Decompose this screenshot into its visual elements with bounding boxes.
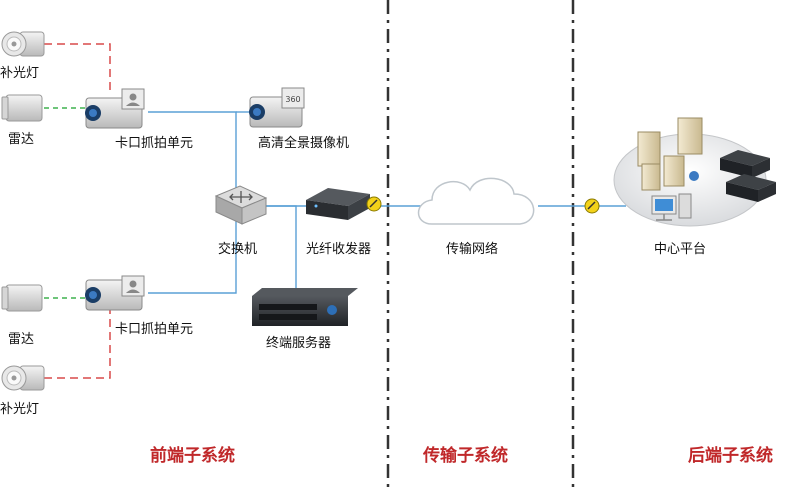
terminal-server-icon [252, 288, 358, 326]
radar-icon-bottom [1, 284, 43, 312]
light-link-bottom [44, 305, 111, 379]
link-capture-top-switch [148, 111, 237, 196]
center-platform-label: 中心平台 [654, 242, 707, 257]
link-switch-server [262, 205, 297, 292]
capture-unit-icon-top [85, 88, 145, 129]
capture-unit-label-bottom: 卡口抓拍单元 [115, 322, 194, 337]
fiber-connector-icon-left [366, 196, 382, 212]
radar-label-top: 雷达 [8, 132, 35, 147]
network-cloud-icon [417, 177, 535, 225]
section-title-front: 前端子系统 [150, 446, 235, 466]
network-label: 传输网络 [446, 242, 499, 257]
light-link-top [44, 43, 111, 95]
radar-label-bottom: 雷达 [8, 332, 35, 347]
capture-unit-label-top: 卡口抓拍单元 [115, 136, 194, 151]
fiber-transceiver-label: 光纤收发器 [306, 242, 372, 257]
terminal-server-label: 终端服务器 [266, 336, 332, 351]
fill-light-label-bottom: 补光灯 [0, 402, 40, 417]
fiber-transceiver-icon [306, 188, 370, 220]
section-title-back: 后端子系统 [688, 446, 773, 466]
fill-light-icon-bottom [1, 365, 45, 391]
switch-label: 交换机 [218, 242, 258, 257]
switch-icon [214, 185, 268, 225]
hd-camera-icon: 360 [249, 87, 305, 128]
radar-icon-top [1, 94, 43, 122]
fiber-connector-icon-right [584, 198, 600, 214]
capture-unit-icon-bottom [85, 275, 145, 311]
link-capture-bottom-switch [148, 218, 237, 294]
panorama-badge: 360 [285, 95, 300, 104]
fill-light-icon-top [1, 31, 45, 57]
center-platform-icon [613, 117, 776, 227]
section-title-transmission: 传输子系统 [423, 446, 508, 466]
fill-light-label-top: 补光灯 [0, 66, 40, 81]
hd-camera-label: 高清全景摄像机 [258, 136, 350, 151]
